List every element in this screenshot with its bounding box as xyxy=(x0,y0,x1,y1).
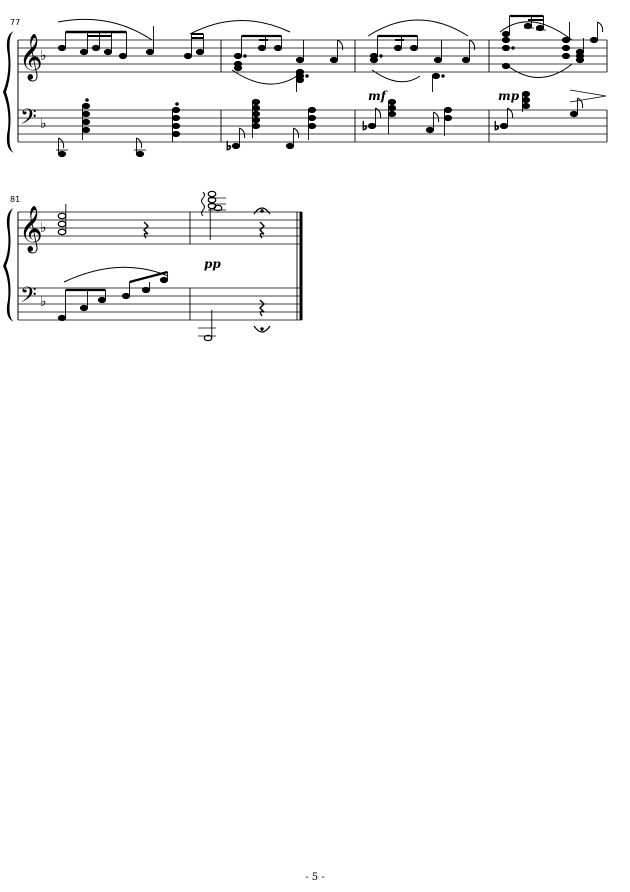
bass-clef-icon: 𝄢 xyxy=(20,105,37,135)
measure-78-bass: ♭ xyxy=(226,98,317,154)
treble-staff xyxy=(18,211,302,245)
key-flat-icon: ♭ xyxy=(40,48,47,64)
key-flat-icon: ♭ xyxy=(40,220,47,236)
svg-text:♭: ♭ xyxy=(226,139,232,153)
treble-clef-icon: 𝄞 xyxy=(19,206,43,254)
page-number: - 5 - xyxy=(305,872,325,883)
measure-79-treble xyxy=(367,19,476,92)
bass-clef-icon: 𝄢 xyxy=(20,283,37,313)
measure-barlines xyxy=(220,40,608,142)
measure-80-treble xyxy=(499,14,604,78)
fermata-icon xyxy=(253,207,271,215)
decrescendo-hairpin xyxy=(569,89,607,103)
svg-text:♭: ♭ xyxy=(494,119,500,133)
key-flat-icon: ♭ xyxy=(40,116,47,132)
system-1: 77 𝄞 𝄢 ♭ ♭ xyxy=(3,14,608,158)
system-2: 81 𝄞 𝄢 ♭ ♭ xyxy=(3,190,303,342)
measure-81-treble xyxy=(57,204,149,239)
treble-clef-icon: 𝄞 xyxy=(19,34,43,82)
dynamic-marking: mf xyxy=(368,89,388,103)
measure-82-bass xyxy=(198,299,271,342)
dynamic-marking: mp xyxy=(498,89,520,103)
measure-82-treble xyxy=(201,190,271,240)
svg-text:♭: ♭ xyxy=(362,119,368,133)
dynamic-marking: pp xyxy=(204,257,221,271)
key-flat-icon: ♭ xyxy=(40,294,47,310)
treble-staff xyxy=(18,39,607,73)
measure-number: 77 xyxy=(10,18,20,27)
measure-80-bass: ♭ xyxy=(494,90,584,134)
measure-78-treble xyxy=(189,20,344,92)
measure-81-bass xyxy=(57,266,169,322)
grand-staff-brace xyxy=(3,31,14,153)
measure-77-treble xyxy=(57,18,205,60)
measure-79-bass: ♭ xyxy=(362,98,453,136)
arpeggio-line xyxy=(201,191,205,217)
grand-staff-brace xyxy=(3,208,14,322)
measure-77-bass xyxy=(56,98,181,158)
measure-number: 81 xyxy=(10,195,20,204)
final-barline xyxy=(296,212,303,320)
fermata-icon xyxy=(253,325,271,333)
